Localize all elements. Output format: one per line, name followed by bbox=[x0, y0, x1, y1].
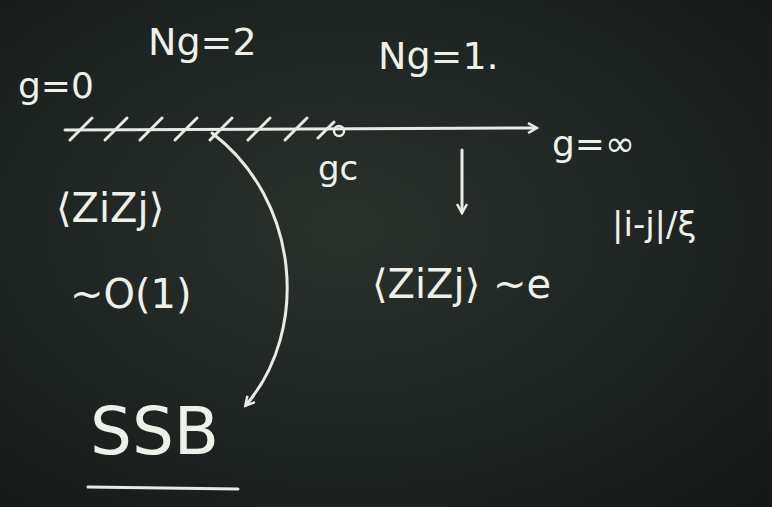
underline bbox=[88, 487, 238, 489]
down-arrow bbox=[461, 150, 464, 212]
coupling-value: g=0 bbox=[18, 66, 94, 106]
curved-arrow bbox=[212, 133, 287, 405]
coupling-axis bbox=[65, 128, 536, 130]
correlator: ⟨ZiZj⟩ ~e bbox=[372, 262, 551, 306]
coupling-value: g=∞ bbox=[552, 124, 635, 164]
ground-degeneracy: Ng=1. bbox=[378, 36, 499, 78]
critical-point bbox=[334, 126, 344, 136]
critical-coupling: gc bbox=[318, 150, 358, 187]
exponent: |i-j|/ξ bbox=[612, 206, 697, 243]
ssb-note: SSB bbox=[90, 396, 219, 469]
correlator: ⟨ZiZj⟩ bbox=[56, 186, 164, 230]
hatch-marks bbox=[70, 118, 334, 140]
ground-degeneracy: Ng=2 bbox=[148, 22, 257, 64]
correlator-scaling: ~O(1) bbox=[70, 272, 192, 316]
